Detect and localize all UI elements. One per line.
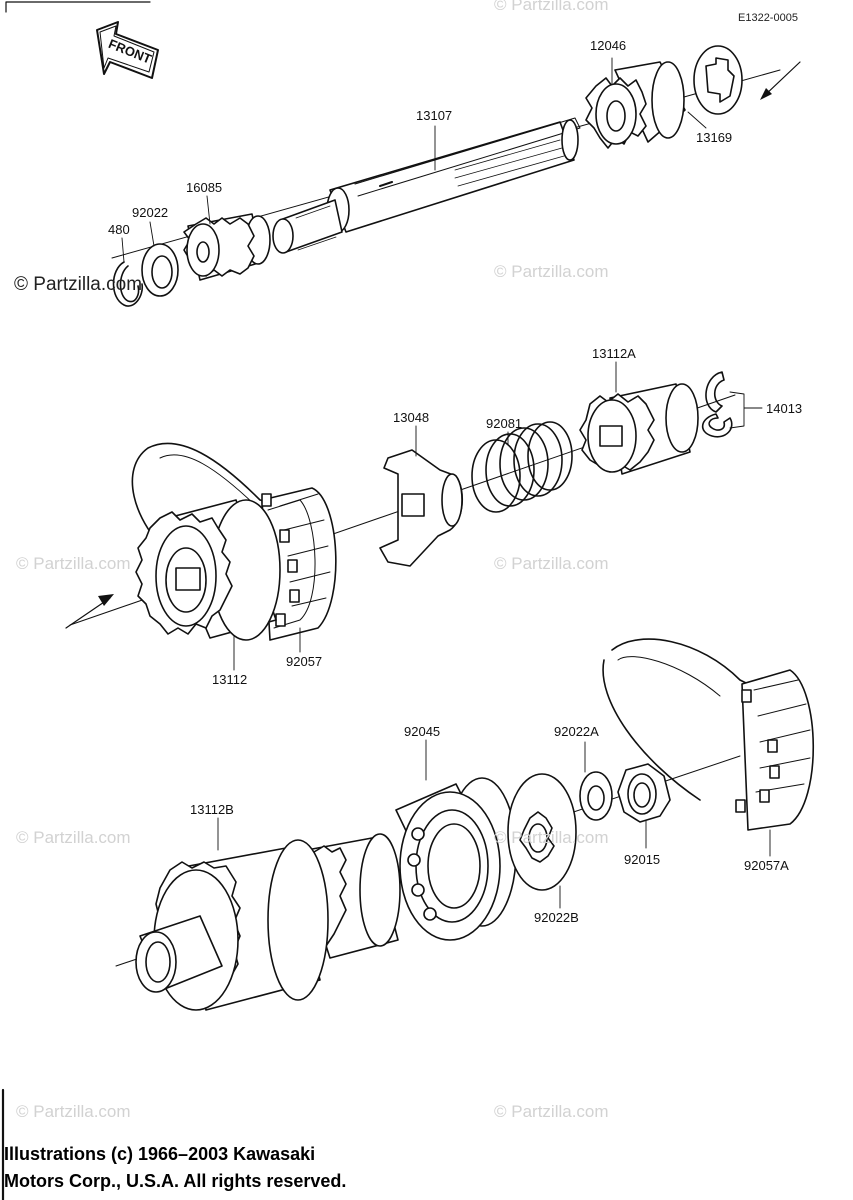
part-label-92022B: 92022B — [534, 910, 579, 925]
leader-lines-top — [121, 57, 707, 263]
gear-13112A — [579, 383, 699, 475]
part-label-13112A: 13112A — [592, 346, 636, 361]
shaft-13107 — [272, 117, 581, 254]
part-label-13112: 13112 — [212, 672, 248, 687]
part-label-13169: 13169 — [696, 130, 733, 145]
sprocket-12046 — [585, 61, 686, 149]
part-label-14013: 14013 — [766, 401, 803, 416]
washer-92022 — [141, 243, 179, 297]
part-label-13107: 13107 — [416, 108, 453, 123]
copyright-line-2: Motors Corp., U.S.A. All rights reserved… — [4, 1171, 347, 1191]
watermark: © Partzilla.com — [494, 1102, 609, 1121]
watermark-dark: © Partzilla.com — [14, 274, 143, 295]
watermark: © Partzilla.com — [494, 0, 609, 14]
leader-lines-bottom — [217, 739, 771, 909]
part-label-92057: 92057 — [286, 654, 323, 669]
circlip-480 — [112, 261, 144, 307]
gear-16085 — [183, 213, 271, 281]
axis-arrow-icon — [760, 61, 801, 100]
watermark: © Partzilla.com — [16, 554, 131, 573]
chain-92057 — [131, 442, 337, 641]
watermark: © Partzilla.com — [494, 554, 609, 573]
part-label-13112B: 13112B — [190, 802, 234, 817]
part-label-92022A: 92022A — [554, 724, 599, 739]
watermark: © Partzilla.com — [16, 1102, 131, 1121]
chain-92057A — [602, 638, 815, 831]
leader-lines-middle — [233, 361, 763, 671]
gear-13112B — [135, 833, 401, 1011]
bearing-92045 — [395, 777, 517, 941]
spring-92081 — [471, 421, 573, 513]
frame-corner — [5, 1, 151, 13]
part-label-92081: 92081 — [486, 416, 523, 431]
primary-arrow-icon — [65, 594, 114, 629]
part-label-92057A: 92057A — [744, 858, 789, 873]
part-label-16085: 16085 — [186, 180, 223, 195]
watermark: © Partzilla.com — [16, 828, 131, 847]
part-label-480: 480 — [108, 222, 130, 237]
circlips-14013 — [701, 371, 733, 438]
watermark: © Partzilla.com — [494, 828, 609, 847]
sprocket-13112 — [135, 499, 281, 641]
part-label-13048: 13048 — [393, 410, 430, 425]
diagram-reference: E1322-0005 — [738, 12, 798, 24]
copyright-notice: Illustrations (c) 1966–2003 Kawasaki Mot… — [4, 1141, 346, 1195]
part-label-92015: 92015 — [624, 852, 661, 867]
washer-92022B — [507, 773, 577, 891]
part-label-92022: 92022 — [132, 205, 169, 220]
part-label-12046: 12046 — [590, 38, 627, 53]
front-arrow-icon: FRONT — [96, 21, 159, 79]
dog-13048 — [379, 449, 464, 567]
copyright-line-1: Illustrations (c) 1966–2003 Kawasaki — [4, 1144, 316, 1164]
nut-92015 — [617, 763, 671, 823]
watermark: © Partzilla.com — [494, 262, 609, 281]
part-label-92045: 92045 — [404, 724, 441, 739]
washer-92022A — [579, 771, 613, 821]
lockwasher-13169 — [693, 45, 743, 115]
